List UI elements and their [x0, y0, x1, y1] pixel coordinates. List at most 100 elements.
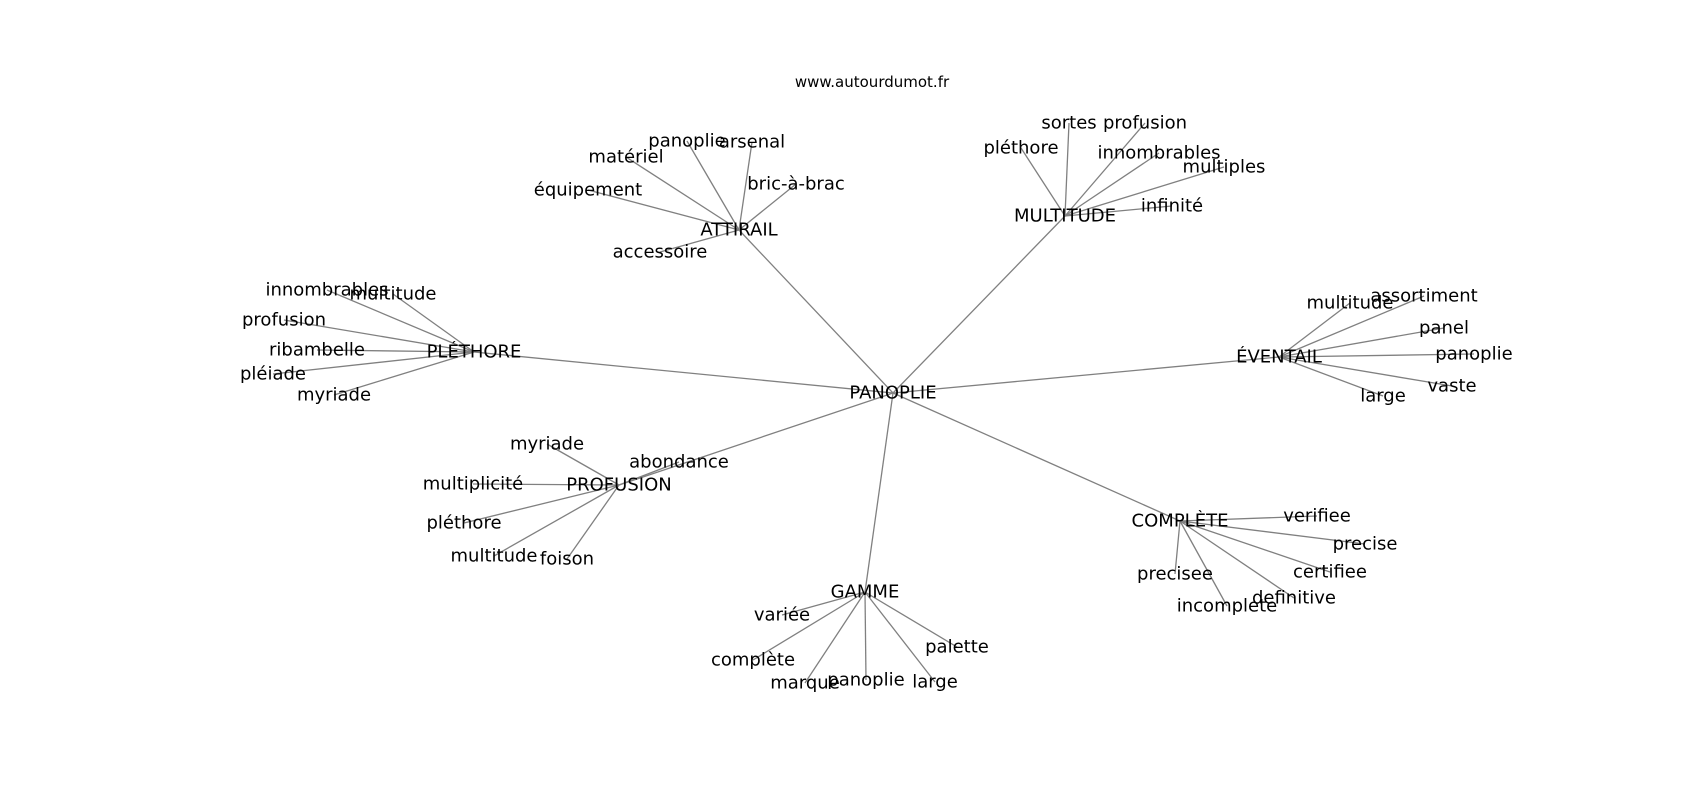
cluster-label-eventail: ÉVENTAIL — [1236, 346, 1322, 368]
word-node-profusion-1: abondance — [629, 452, 729, 473]
edge-complete-1 — [1179, 520, 1366, 545]
word-node-complete-2: certifiee — [1293, 562, 1367, 583]
edge-eventail-0 — [1278, 302, 1351, 358]
edge-plethore-2 — [283, 319, 475, 353]
word-node-attirail-1: arsenal — [719, 132, 785, 153]
word-node-multitude-2: pléthore — [983, 138, 1058, 159]
cluster-label-gamme: GAMME — [831, 582, 900, 603]
edge-gamme-4 — [864, 591, 867, 681]
edge-profusion-0 — [546, 443, 620, 486]
site-watermark: www.autourdumot.fr — [795, 73, 950, 91]
edge-plethore-4 — [272, 351, 475, 375]
edge-root-eventail — [892, 356, 1280, 394]
edge-gamme-1 — [752, 591, 866, 661]
word-node-multitude-4: multiples — [1183, 157, 1266, 178]
edge-profusion-1 — [618, 461, 680, 486]
word-node-plethore-1: multitude — [350, 284, 437, 305]
root-node-label: PANOPLIE — [849, 383, 936, 404]
word-node-gamme-0: variée — [754, 605, 810, 626]
edge-eventail-5 — [1278, 356, 1384, 397]
word-node-eventail-0: multitude — [1307, 293, 1394, 314]
edge-multitude-2 — [1020, 147, 1066, 217]
edge-attirail-5 — [659, 229, 740, 253]
edge-eventail-2 — [1278, 327, 1445, 358]
edge-eventail-4 — [1278, 356, 1453, 387]
edge-complete-3 — [1174, 520, 1181, 575]
cluster-label-complete: COMPLÈTE — [1132, 510, 1229, 532]
edge-attirail-4 — [587, 189, 740, 231]
nodes-layer: PANOPLIEATTIRAILpanopliearsenalmatérielb… — [240, 113, 1513, 694]
word-node-plethore-0: innombrables — [265, 280, 388, 301]
edge-profusion-2 — [472, 483, 620, 486]
word-node-gamme-1: complète — [711, 650, 795, 671]
edge-gamme-0 — [781, 591, 866, 616]
edge-gamme-2 — [864, 591, 958, 648]
word-node-eventail-2: panel — [1419, 318, 1469, 339]
edge-complete-2 — [1179, 520, 1331, 573]
edge-gamme-5 — [864, 591, 936, 683]
word-node-profusion-2: multiplicité — [423, 474, 523, 495]
word-node-profusion-0: myriade — [510, 434, 584, 455]
word-node-profusion-4: multitude — [451, 546, 538, 567]
edge-root-profusion — [618, 392, 894, 486]
edge-multitude-4 — [1064, 166, 1225, 217]
word-node-eventail-3: panoplie — [1435, 344, 1512, 365]
word-node-attirail-4: équipement — [534, 180, 642, 201]
word-node-gamme-5: large — [912, 672, 958, 693]
edge-multitude-5 — [1064, 205, 1173, 217]
word-node-complete-3: precisee — [1137, 564, 1213, 585]
cluster-label-plethore: PLÉTHORE — [427, 341, 522, 363]
edge-root-complete — [892, 392, 1181, 522]
word-node-complete-1: precise — [1333, 534, 1398, 555]
word-node-multitude-0: sortes — [1041, 113, 1096, 134]
edge-complete-5 — [1179, 520, 1228, 607]
edge-complete-0 — [1179, 515, 1318, 522]
word-node-plethore-4: pléiade — [240, 364, 306, 385]
edge-root-gamme — [864, 392, 894, 593]
word-node-eventail-5: large — [1360, 386, 1406, 407]
edge-profusion-3 — [463, 484, 620, 524]
edge-eventail-3 — [1278, 353, 1475, 358]
word-node-gamme-4: panoplie — [827, 670, 904, 691]
cluster-label-multitude: MULTITUDE — [1014, 206, 1116, 227]
edge-attirail-2 — [625, 156, 740, 231]
word-node-attirail-3: bric-à-brac — [747, 174, 845, 195]
word-node-complete-4: definitive — [1252, 588, 1336, 609]
word-node-eventail-4: vaste — [1427, 376, 1476, 397]
word-node-attirail-5: accessoire — [613, 242, 708, 263]
edge-multitude-1 — [1064, 122, 1146, 217]
cluster-label-attirail: ATTIRAIL — [700, 220, 777, 241]
word-node-plethore-3: ribambelle — [269, 340, 365, 361]
word-node-attirail-0: panoplie — [648, 131, 725, 152]
edge-root-multitude — [892, 215, 1066, 394]
word-node-multitude-3: innombrables — [1097, 143, 1220, 164]
word-node-plethore-5: myriade — [297, 385, 371, 406]
edge-profusion-5 — [566, 484, 620, 560]
word-node-profusion-3: pléthore — [426, 513, 501, 534]
edge-multitude-0 — [1064, 122, 1070, 217]
cluster-label-profusion: PROFUSION — [566, 475, 671, 496]
word-node-eventail-1: assortiment — [1370, 286, 1477, 307]
edge-plethore-3 — [316, 349, 475, 353]
word-node-attirail-2: matériel — [588, 147, 663, 168]
edge-plethore-0 — [326, 289, 475, 353]
word-node-profusion-5: foison — [540, 549, 594, 570]
word-node-plethore-2: profusion — [242, 310, 326, 331]
word-node-gamme-3: marque — [770, 673, 840, 694]
word-node-gamme-2: palette — [925, 637, 989, 658]
edge-profusion-4 — [493, 484, 620, 557]
edge-eventail-1 — [1278, 295, 1425, 358]
word-node-complete-0: verifiee — [1283, 506, 1351, 527]
edge-attirail-3 — [738, 183, 797, 231]
edge-attirail-1 — [738, 141, 753, 231]
edge-plethore-5 — [333, 351, 475, 396]
edges-layer — [272, 122, 1475, 684]
edge-attirail-0 — [686, 140, 740, 231]
edge-root-attirail — [738, 229, 894, 394]
edge-root-plethore — [473, 351, 894, 394]
edge-complete-4 — [1179, 520, 1295, 599]
word-node-multitude-5: infinité — [1141, 196, 1203, 217]
edge-plethore-1 — [392, 293, 475, 353]
word-node-complete-5: incomplete — [1177, 596, 1278, 617]
